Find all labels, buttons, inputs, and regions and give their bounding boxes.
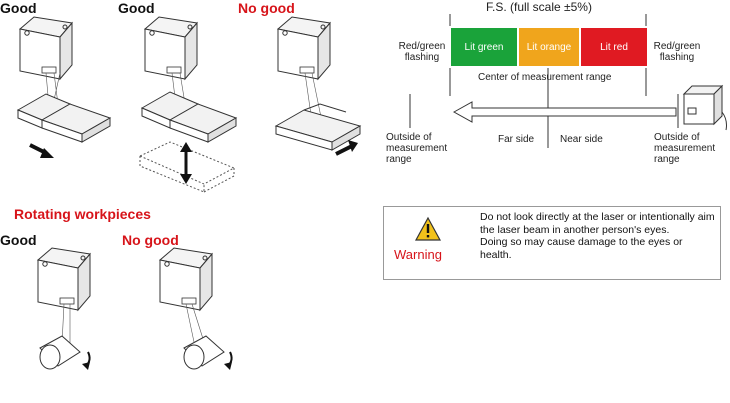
laser-sensor-icon bbox=[682, 84, 727, 131]
label-good-1: Good bbox=[0, 0, 37, 16]
outside-left-label: Outside of measurement range bbox=[386, 132, 448, 165]
label-no-good: No good bbox=[238, 0, 295, 16]
left-flashing-label: Red/green flashing bbox=[398, 41, 446, 63]
warning-box: Warning Do not look directly at the lase… bbox=[383, 206, 721, 280]
warning-triangle-icon bbox=[414, 216, 442, 241]
indicator-lit-red: Lit red bbox=[581, 28, 647, 66]
scale-diagram bbox=[409, 14, 727, 148]
rotating-label-no-good: No good bbox=[122, 232, 179, 248]
indicator-lit-red-label: Lit red bbox=[600, 41, 628, 53]
near-side-label: Near side bbox=[560, 134, 603, 145]
outside-right-label: Outside of measurement range bbox=[654, 132, 716, 165]
scene-no-good bbox=[274, 16, 362, 156]
scene-rotating-no-good bbox=[159, 247, 233, 370]
right-flashing-label: Red/green flashing bbox=[653, 41, 701, 63]
indicator-lit-orange: Lit orange bbox=[519, 28, 579, 66]
scene-good-1 bbox=[16, 16, 112, 158]
rotating-title: Rotating workpieces bbox=[14, 206, 151, 222]
indicator-lit-green-label: Lit green bbox=[464, 41, 504, 53]
center-label: Center of measurement range bbox=[478, 72, 612, 83]
far-side-label: Far side bbox=[498, 134, 535, 145]
scene-good-2 bbox=[138, 16, 238, 193]
full-scale-header: F.S. (full scale ±5%) bbox=[486, 0, 592, 14]
scene-rotating-good bbox=[37, 247, 91, 370]
warning-title: Warning bbox=[394, 247, 442, 262]
warning-text: Do not look directly at the laser or int… bbox=[480, 211, 715, 261]
indicator-lit-green: Lit green bbox=[451, 28, 517, 66]
indicator-lit-orange-label: Lit orange bbox=[526, 41, 572, 53]
rotating-label-good: Good bbox=[0, 232, 37, 248]
label-good-2: Good bbox=[118, 0, 155, 16]
